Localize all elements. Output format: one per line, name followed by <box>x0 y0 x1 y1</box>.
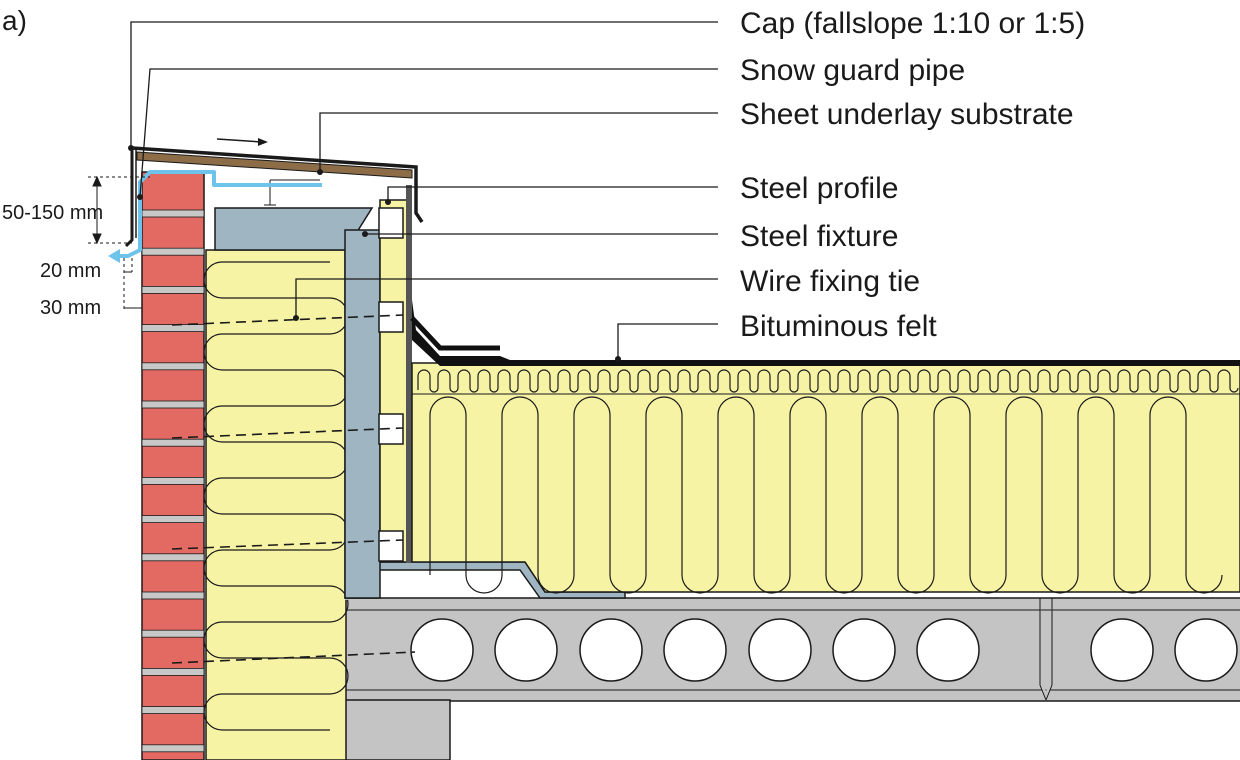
wall-insulation <box>203 249 349 760</box>
roof-insulation <box>411 362 1240 594</box>
concrete-beam <box>344 699 451 760</box>
steel-profile-label: Steel profile <box>740 172 898 205</box>
bituminous-felt-label: Bituminous felt <box>740 310 937 343</box>
wire-fixing-ties <box>171 314 416 664</box>
wire-fixing-tie-label: Wire fixing tie <box>740 265 920 298</box>
brick-wall <box>141 171 205 760</box>
hollow-core-slab <box>344 597 1240 702</box>
callout-leaders <box>128 21 718 362</box>
dimension-20mm-label: 20 mm <box>40 260 101 282</box>
steel-profile <box>406 185 412 563</box>
steel-profile-blocks <box>378 207 404 562</box>
steel-fixture <box>214 207 626 600</box>
dimension-30mm-label: 30 mm <box>40 297 101 319</box>
fallslope-arrow-icon <box>216 138 268 146</box>
sheet-underlay-label: Sheet underlay substrate <box>740 98 1074 131</box>
dimension-overhang-label: 50-150 mm <box>2 202 103 224</box>
hollow-cores <box>410 618 1238 682</box>
bituminous-felt-layer <box>410 300 1240 366</box>
upstand-insulation <box>379 199 409 563</box>
panel-label: a) <box>2 5 27 36</box>
dimension-lines <box>88 175 150 312</box>
parapet-cap <box>124 146 424 248</box>
steel-fixture-label: Steel fixture <box>740 220 898 253</box>
snow-guard-pipe-label: Snow guard pipe <box>740 54 965 87</box>
water-flow-arrowhead <box>108 249 120 263</box>
cap-label: Cap (fallslope 1:10 or 1:5) <box>740 7 1085 40</box>
